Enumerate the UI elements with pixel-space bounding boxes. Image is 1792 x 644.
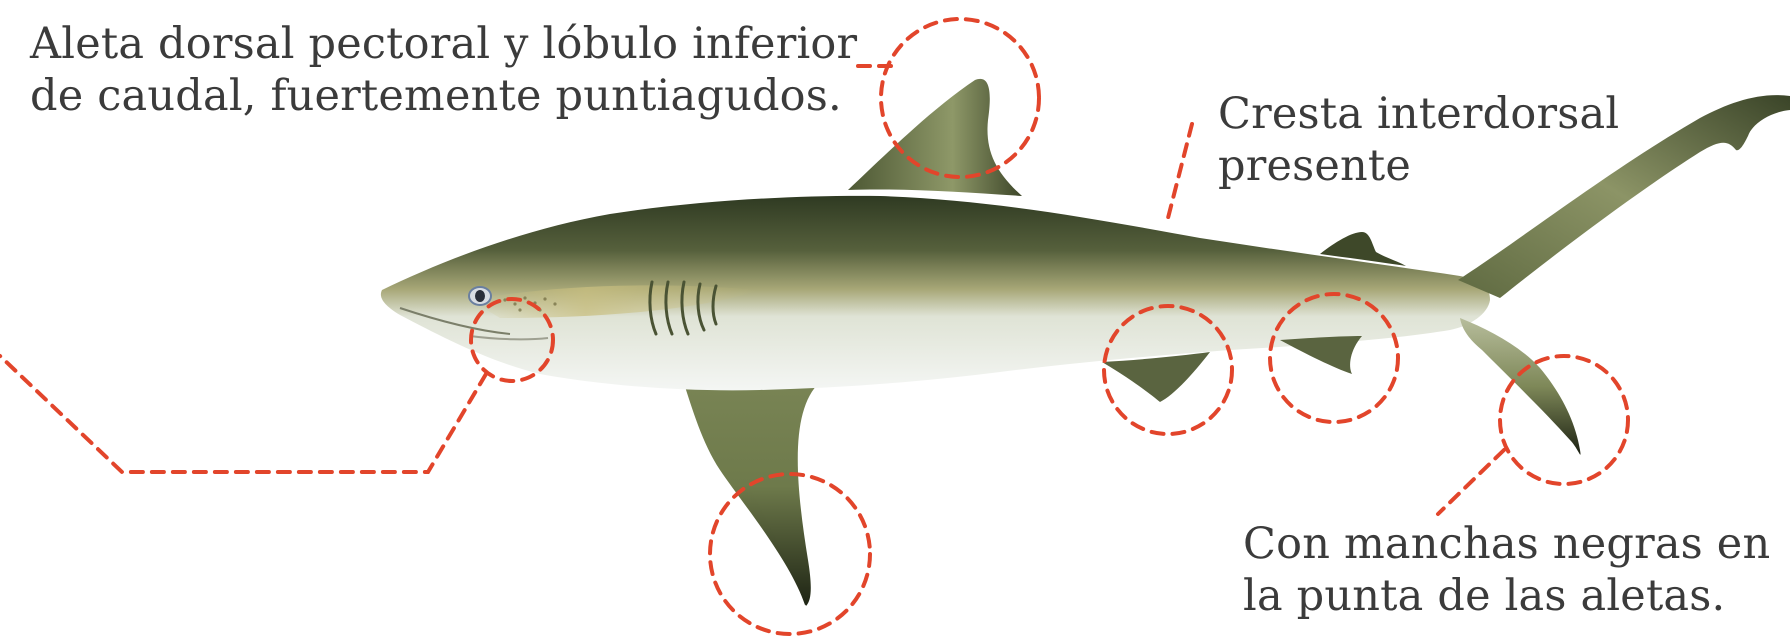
annotation-pointed-fins-line2: de caudal, fuertemente puntiagudos.: [30, 70, 857, 122]
pelvic-fin: [1102, 352, 1210, 402]
leader-snout: [0, 356, 486, 472]
annotation-black-tips-line2: la punta de las aletas.: [1243, 570, 1770, 622]
annotation-black-tips-line1: Con manchas negras en: [1243, 518, 1770, 570]
leader-crest: [1168, 124, 1192, 218]
annotation-pointed-fins: Aleta dorsal pectoral y lóbulo inferior …: [30, 18, 857, 122]
leader-spots: [1438, 450, 1504, 514]
annotation-pointed-fins-line1: Aleta dorsal pectoral y lóbulo inferior: [30, 18, 857, 70]
annotation-interdorsal-ridge-line2: presente: [1218, 140, 1619, 192]
first-dorsal-fin: [848, 79, 1022, 196]
anal-fin: [1280, 336, 1362, 374]
annotation-interdorsal-ridge-line1: Cresta interdorsal: [1218, 88, 1619, 140]
shark-eye: [469, 287, 491, 305]
annotation-black-tips: Con manchas negras en la punta de las al…: [1243, 518, 1770, 622]
caudal-fin-lower: [1460, 318, 1581, 455]
annotation-interdorsal-ridge: Cresta interdorsal presente: [1218, 88, 1619, 192]
